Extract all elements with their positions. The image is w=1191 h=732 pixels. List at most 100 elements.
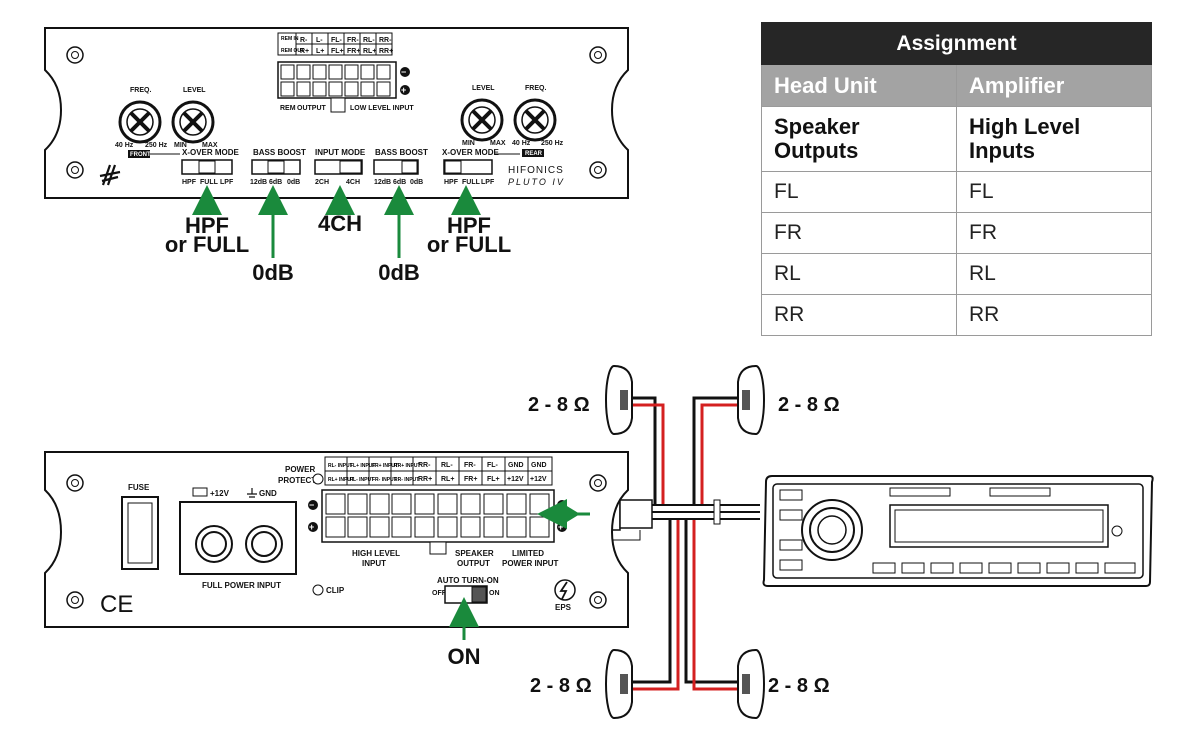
svg-text:FL+: FL+ <box>487 476 500 483</box>
min-label: MIN <box>462 140 475 147</box>
fuse-label: FUSE <box>128 483 150 492</box>
rear-badge: REAR <box>525 151 543 157</box>
svg-text:OUTPUT: OUTPUT <box>297 105 327 112</box>
ce-mark: CE <box>100 591 133 618</box>
svg-text:RL+ INPUT: RL+ INPUT <box>328 477 354 483</box>
power-terminal[interactable] <box>195 525 233 563</box>
speaker-output-label: OUTPUT <box>457 559 490 568</box>
freq-label: FREQ. <box>130 87 151 94</box>
svg-text:RR- INPUT: RR- INPUT <box>394 477 419 483</box>
callout-on: ON <box>448 644 481 669</box>
table-cell: RL <box>761 253 957 295</box>
speaker-icon <box>737 365 765 435</box>
svg-text:6dB: 6dB <box>269 179 282 186</box>
level-knob-right[interactable] <box>460 98 504 142</box>
svg-text:R+: R+ <box>300 48 309 55</box>
fuse <box>121 496 159 570</box>
svg-text:L+: L+ <box>316 48 324 55</box>
table-title: Assignment <box>761 22 1152 65</box>
impedance-label: 2 - 8 Ω <box>528 394 590 416</box>
svg-text:12dB: 12dB <box>374 179 391 186</box>
table-cell: FL <box>956 171 1152 213</box>
bass-boost-switch-left[interactable] <box>251 159 301 175</box>
bass-boost-label: BASS BOOST <box>253 148 306 157</box>
xover-mode-label: X-OVER MODE <box>182 148 240 157</box>
svg-text:RR+ INPUT: RR+ INPUT <box>394 463 421 469</box>
svg-text:FULL: FULL <box>200 179 219 186</box>
high-level-input-label: HIGH LEVEL <box>352 549 400 558</box>
speaker-wires <box>632 396 760 691</box>
svg-text:FR- INPUT: FR- INPUT <box>372 477 397 483</box>
svg-text:12dB: 12dB <box>250 179 267 186</box>
svg-text:2CH: 2CH <box>315 179 329 186</box>
model-label: PLUTO IV <box>508 177 565 187</box>
speaker-output-label: SPEAKER <box>455 549 494 558</box>
svg-text:RR-: RR- <box>418 462 431 469</box>
battery-icon <box>192 487 208 497</box>
freq-hi-label: 250 Hz <box>145 142 168 149</box>
protect-led-icon <box>312 473 324 485</box>
max-label: MAX <box>490 140 506 147</box>
high-level-input-label: INPUT <box>362 559 386 568</box>
svg-text:GND: GND <box>508 462 524 469</box>
xover-switch-right[interactable] <box>443 159 493 175</box>
brand-logo: HIFONICS <box>508 165 564 176</box>
input-mode-switch[interactable] <box>314 159 363 175</box>
bass-boost-switch-right[interactable] <box>373 159 419 175</box>
ground-icon <box>247 488 257 498</box>
svg-text:REM IN: REM IN <box>281 36 299 42</box>
svg-text:FL+ INPUT: FL+ INPUT <box>350 463 375 469</box>
ground-terminal[interactable] <box>245 525 283 563</box>
svg-text:RL-: RL- <box>441 462 453 469</box>
svg-text:GND: GND <box>531 462 547 469</box>
callout-input-mode: 4CH <box>318 211 362 236</box>
svg-text:LOW LEVEL INPUT: LOW LEVEL INPUT <box>350 105 414 112</box>
bottom-amplifier: FUSE +12V GND FULL POWER INPUT CLIP POWE… <box>44 451 629 628</box>
high-level-connector-labels: RL- INPUT FL+ INPUT FR+ INPUT RR+ INPUT … <box>324 456 553 486</box>
auto-turn-on-switch[interactable] <box>444 585 488 604</box>
mount-screw-icon <box>66 474 607 609</box>
max-label: MAX <box>202 142 218 149</box>
xover-switch-left[interactable] <box>181 159 233 175</box>
head-unit <box>762 475 1154 587</box>
full-power-input-label: FULL POWER INPUT <box>202 581 281 590</box>
min-label: MIN <box>174 142 187 149</box>
freq-knob-left[interactable] <box>118 100 162 144</box>
table-row: RR RR <box>761 294 1152 336</box>
svg-text:R-: R- <box>300 37 308 44</box>
svg-text:FL-: FL- <box>487 462 499 469</box>
table-cell: RR <box>956 294 1152 336</box>
svg-text:L-: L- <box>316 37 323 44</box>
high-level-terminal-block[interactable] <box>321 489 555 555</box>
bass-boost-label: BASS BOOST <box>375 148 428 157</box>
callout-xover-right: or FULL <box>427 232 511 257</box>
svg-text:FR+ INPUT: FR+ INPUT <box>372 463 398 469</box>
svg-text:FL+: FL+ <box>331 48 344 55</box>
eps-bolt-icon <box>554 579 576 601</box>
xover-mode-label: X-OVER MODE <box>442 148 500 157</box>
eps-label: EPS <box>555 603 572 612</box>
level-label: LEVEL <box>183 87 206 94</box>
level-knob-left[interactable] <box>171 100 215 144</box>
level-label: LEVEL <box>472 85 495 92</box>
svg-text:FR+: FR+ <box>347 48 360 55</box>
freq-label: FREQ. <box>525 85 546 92</box>
svg-text:FR-: FR- <box>464 462 476 469</box>
callout-bass-left: 0dB <box>252 260 294 285</box>
table-cell: RR <box>761 294 957 336</box>
svg-text:HPF: HPF <box>182 179 197 186</box>
clip-label: CLIP <box>326 586 345 595</box>
input-mode-label: INPUT MODE <box>315 148 366 157</box>
table-row: FL FL <box>761 171 1152 213</box>
svg-text:+: + <box>309 522 314 532</box>
freq-lo-label: 40 Hz <box>512 140 531 147</box>
svg-text:FL- INPUT: FL- INPUT <box>350 477 374 483</box>
callout-arrows-top <box>192 185 481 258</box>
clip-led-icon <box>312 584 324 596</box>
svg-text:4CH: 4CH <box>346 179 360 186</box>
freq-knob-right[interactable] <box>513 98 557 142</box>
callout-bass-right: 0dB <box>378 260 420 285</box>
svg-text:REM OUT: REM OUT <box>281 48 304 54</box>
table-cell: RL <box>956 253 1152 295</box>
svg-text:FR+: FR+ <box>464 476 477 483</box>
